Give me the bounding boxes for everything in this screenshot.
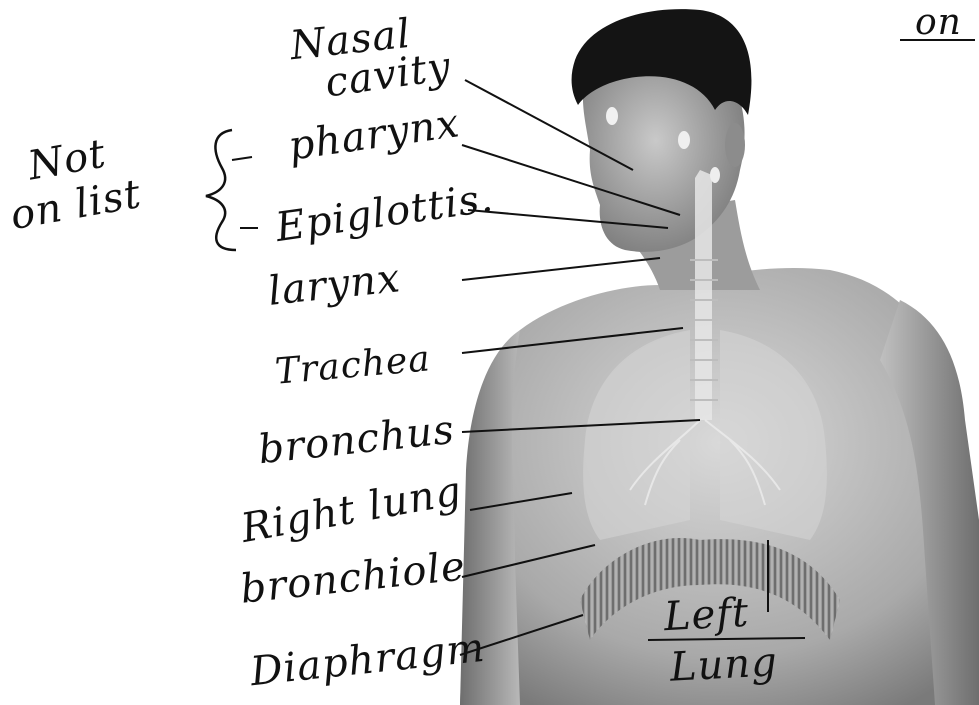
airway [695, 170, 712, 420]
leader-larynx [462, 258, 660, 280]
corner-text: on [915, 5, 962, 41]
label-left-lung-line2: Lung [669, 642, 779, 688]
brace [206, 130, 236, 250]
ear [725, 123, 745, 167]
brace-tick-top [232, 157, 252, 160]
label-left-lung-line1: Left [663, 593, 750, 637]
